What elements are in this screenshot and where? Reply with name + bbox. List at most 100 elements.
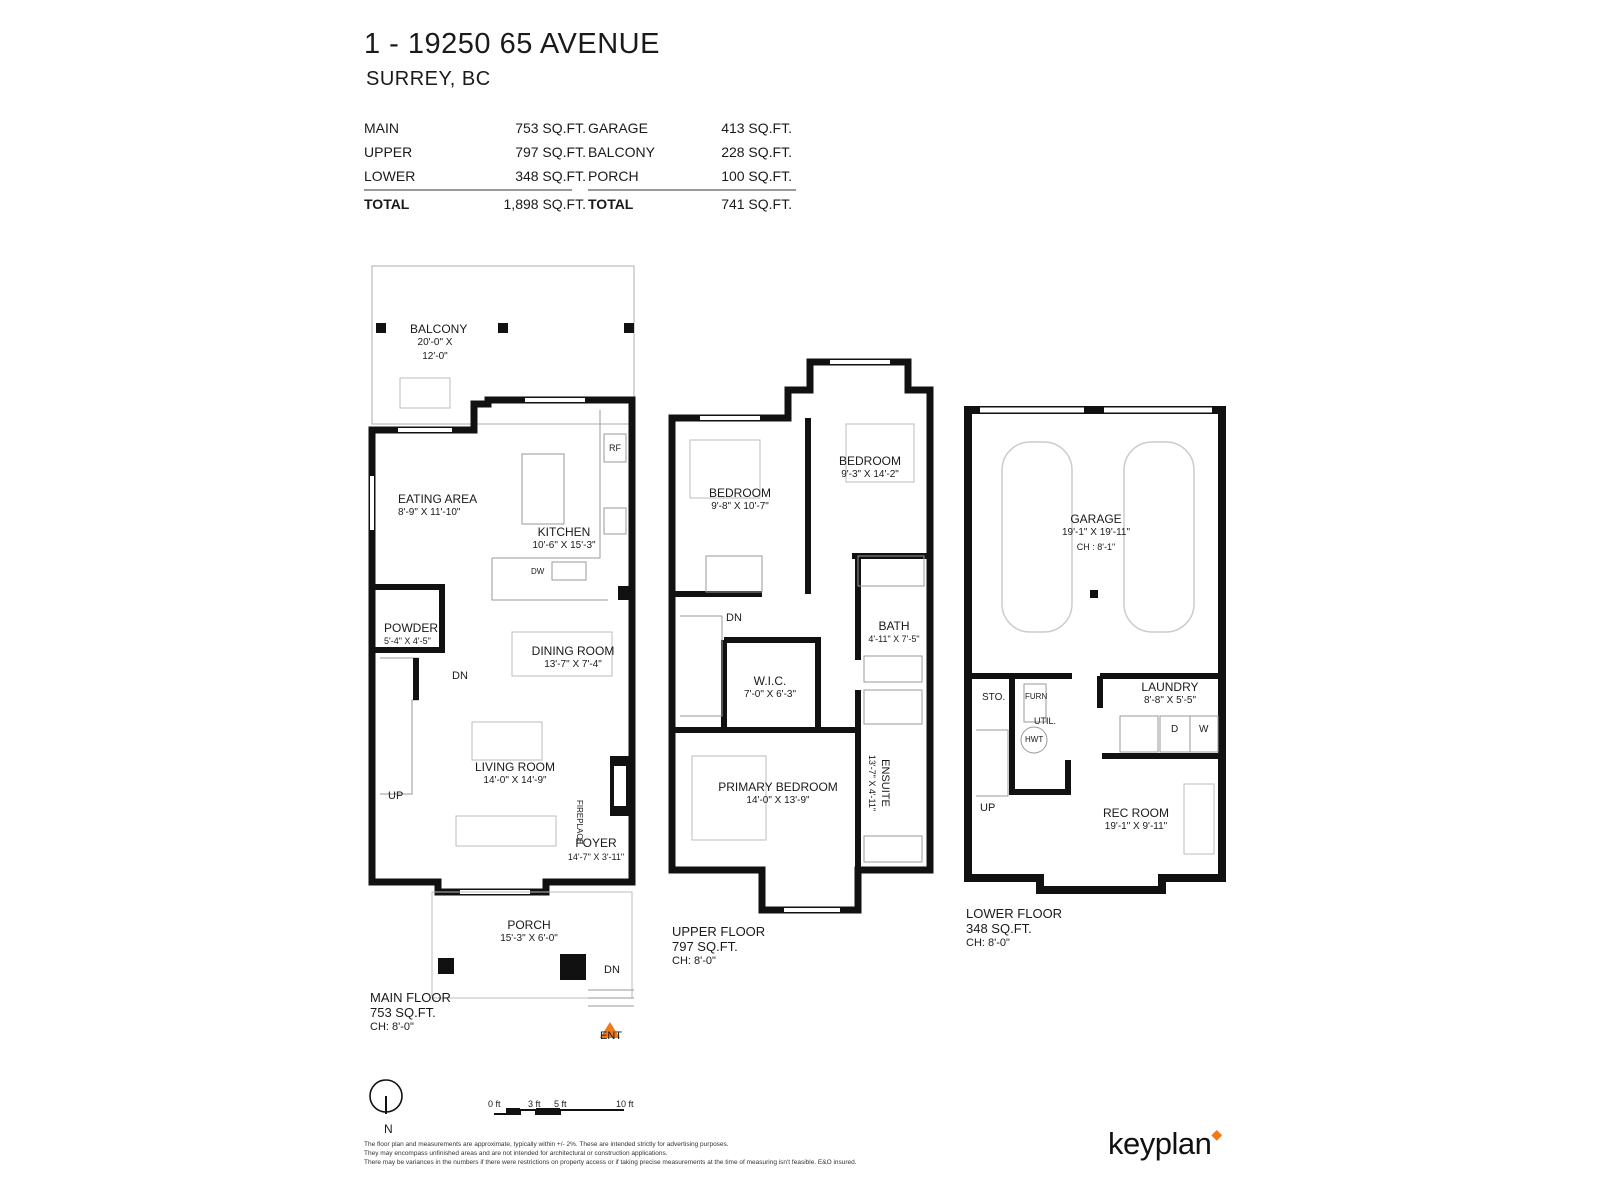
disclaimer-line: They may encompass unfinished areas and … xyxy=(364,1150,668,1157)
scale-label: 0 ft xyxy=(488,1099,501,1109)
stairs-down-label: DN xyxy=(452,670,468,682)
room-name: KITCHEN xyxy=(537,525,591,539)
furnace-label: FURN xyxy=(1025,692,1048,701)
balcony-post xyxy=(498,323,508,333)
floor-area: 348 SQ.FT. xyxy=(966,921,1032,936)
room-dims: 19'-1" X 19'-11" xyxy=(1062,527,1130,538)
area-total-value: 1,898 SQ.FT. xyxy=(503,196,586,212)
porch-post xyxy=(438,958,454,974)
powder-wall xyxy=(372,584,445,653)
room-dims: 13'-7" X 4'-11" xyxy=(867,754,877,812)
room-name: FOYER xyxy=(575,836,617,850)
room-name: BEDROOM xyxy=(838,454,901,468)
bathtub xyxy=(863,655,923,683)
entrance-label: ENT xyxy=(600,1030,622,1042)
room-name: BALCONY xyxy=(410,322,468,336)
room-dims: 13'-7" X 7'-4" xyxy=(544,659,602,670)
lower-floor-plan xyxy=(964,406,1226,894)
area-label: MAIN xyxy=(364,120,399,136)
stairs xyxy=(976,729,1009,797)
room-name: LAUNDRY xyxy=(1141,680,1199,694)
upper-stairs-down-label: DN xyxy=(726,612,742,624)
stairs xyxy=(680,615,723,717)
disclaimer: The floor plan and measurements are appr… xyxy=(364,1140,1064,1167)
room-dims: 4'-11" X 7'-5" xyxy=(868,634,920,644)
scale-label: 10 ft xyxy=(616,1099,634,1109)
upper-exterior-wall xyxy=(668,358,934,914)
room-dims: 5'-4" X 4'-5" xyxy=(384,636,431,646)
interior-wall xyxy=(672,553,930,870)
balcony-post xyxy=(624,323,634,333)
sink xyxy=(551,561,587,581)
brand-name: keyplan xyxy=(1108,1126,1212,1161)
washer-label: W xyxy=(1199,724,1209,735)
room-label-laundry: LAUNDRY 8'-8" X 5'-5" xyxy=(1130,680,1210,708)
room-name: PORCH xyxy=(507,918,551,932)
stove xyxy=(603,507,627,535)
room-dims: 10'-6" X 15'-3" xyxy=(532,540,596,551)
room-label-bedroom: BEDROOM 9'-8" X 10'-7" xyxy=(704,486,776,514)
keyplan-logo: keyplan◆ xyxy=(1108,1126,1222,1162)
room-dims: 15'-3" X 6'-0" xyxy=(500,933,558,944)
area-total-label: TOTAL xyxy=(588,196,634,212)
area-label: GARAGE xyxy=(588,120,648,136)
room-name: POWDER xyxy=(384,621,438,635)
wic-wall xyxy=(721,637,821,730)
room-label-powder: POWDER 5'-4" X 4'-5" xyxy=(384,622,438,648)
disclaimer-line: The floor plan and measurements are appr… xyxy=(364,1141,729,1148)
scale-label: 5 ft xyxy=(554,1099,567,1109)
floor-label-lower: LOWER FLOOR 348 SQ.FT. CH: 8'-0" xyxy=(966,906,1062,951)
column xyxy=(1090,590,1098,598)
dining-table xyxy=(511,631,613,677)
bathtub xyxy=(863,835,923,863)
shower xyxy=(863,689,923,725)
hot-water-tank-label: HWT xyxy=(1025,735,1044,744)
room-label-foyer: FOYER 14'-7" X 3'-11" xyxy=(564,836,628,864)
room-dims: 9'-8" X 10'-7" xyxy=(711,501,769,512)
room-name: BEDROOM xyxy=(708,486,771,500)
area-label: UPPER xyxy=(364,144,413,160)
room-name: DINING ROOM xyxy=(531,644,615,658)
north-label: N xyxy=(384,1122,393,1136)
room-name: EATING AREA xyxy=(398,492,478,506)
listing-title: 1 - 19250 65 AVENUE xyxy=(364,28,660,60)
balcony-post xyxy=(376,323,386,333)
scale-bar xyxy=(494,1108,624,1115)
upper-floor-plan xyxy=(668,358,934,914)
main-floor-plan xyxy=(368,265,636,1038)
porch-stairs-down-label: DN xyxy=(604,964,620,976)
room-label-eating-area: EATING AREA 8'-9" X 11'-10" xyxy=(398,492,477,520)
car-outline xyxy=(1123,441,1195,633)
area-value: 753 SQ.FT. xyxy=(515,120,586,136)
laundry-sink xyxy=(1119,715,1159,753)
stairs xyxy=(380,657,419,795)
floor-ceiling-height: CH: 8'-0" xyxy=(966,937,1010,949)
porch-post xyxy=(560,954,586,980)
stairs-up-label: UP xyxy=(388,790,404,802)
room-dims: 9'-3" X 14'-2" xyxy=(841,469,899,480)
room-name: BATH xyxy=(878,619,910,633)
furnace xyxy=(1023,683,1047,723)
kitchen-counter xyxy=(491,410,608,601)
fireplace-label: FIREPLACE xyxy=(575,800,584,845)
room-name: W.I.C. xyxy=(753,674,787,688)
lower-stairs-up-label: UP xyxy=(980,802,996,814)
floor-ceiling-height: CH: 8'-0" xyxy=(672,955,716,967)
room-label-primary-bedroom: PRIMARY BEDROOM 14'-0" X 13'-9" xyxy=(718,780,838,808)
room-dims: 14'-7" X 3'-11" xyxy=(567,852,625,862)
sofa xyxy=(455,815,557,847)
north-arrow-icon xyxy=(369,1079,403,1114)
room-label-bedroom: BEDROOM 9'-3" X 14'-2" xyxy=(832,454,908,482)
column xyxy=(618,586,630,600)
room-dims: 14'-0" X 13'-9" xyxy=(746,795,810,806)
listing-city: SURREY, BC xyxy=(366,68,491,90)
room-label-wic: W.I.C. 7'-0" X 6'-3" xyxy=(734,674,806,702)
closet xyxy=(857,555,925,587)
scale-label: 3 ft xyxy=(528,1099,541,1109)
room-dims: 7'-0" X 6'-3" xyxy=(743,689,797,700)
scale-segment xyxy=(506,1108,520,1114)
room-label-porch: PORCH 15'-3" X 6'-0" xyxy=(494,918,564,946)
bed xyxy=(691,755,767,841)
floor-label-upper: UPPER FLOOR 797 SQ.FT. CH: 8'-0" xyxy=(672,924,765,969)
